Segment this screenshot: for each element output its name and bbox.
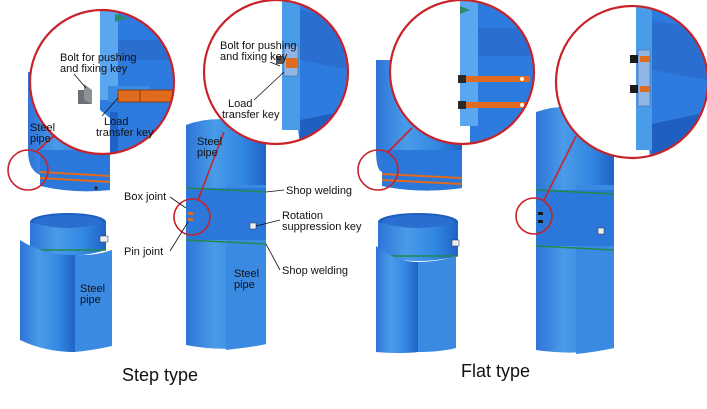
callout-target-step-assembled bbox=[173, 198, 211, 236]
zoom-callout-flat-assembled bbox=[554, 4, 707, 160]
caption-flat-type: Flat type bbox=[461, 361, 530, 381]
label-shop-welding-bottom: Shop welding bbox=[282, 265, 348, 277]
label-steel-pipe-assembled-top: Steel pipe bbox=[197, 136, 225, 159]
label-steel-pipe-bottom-left: Steel pipe bbox=[80, 283, 108, 306]
zoom-callout-step-exploded bbox=[28, 8, 176, 156]
label-steel-pipe-assembled-bottom: Steel pipe bbox=[234, 268, 262, 291]
label-box-joint: Box joint bbox=[124, 191, 166, 203]
label-load-transfer-key-zoom: Load transfer key bbox=[222, 98, 280, 121]
label-bolt-step: Bolt for pushing and fixing key bbox=[60, 52, 140, 75]
label-steel-pipe-top-left: Steel pipe bbox=[30, 122, 58, 145]
label-shop-welding-top: Shop welding bbox=[286, 185, 352, 197]
label-bolt-zoom: Bolt for pushing and fixing key bbox=[220, 40, 300, 63]
step-assembled-pipe bbox=[185, 119, 267, 350]
callout-target-step-exploded bbox=[7, 149, 49, 191]
zoom-callout-step-assembled bbox=[202, 0, 350, 146]
label-rotation-suppression-key: Rotation suppression key bbox=[282, 210, 362, 233]
zoom-callout-flat-exploded bbox=[388, 0, 536, 146]
label-load-transfer-key-step: Load transfer key bbox=[96, 116, 154, 139]
label-pin-joint: Pin joint bbox=[124, 246, 163, 258]
caption-step-type: Step type bbox=[122, 365, 198, 385]
callout-target-flat-exploded bbox=[357, 149, 399, 191]
callout-target-flat-assembled bbox=[515, 197, 553, 235]
